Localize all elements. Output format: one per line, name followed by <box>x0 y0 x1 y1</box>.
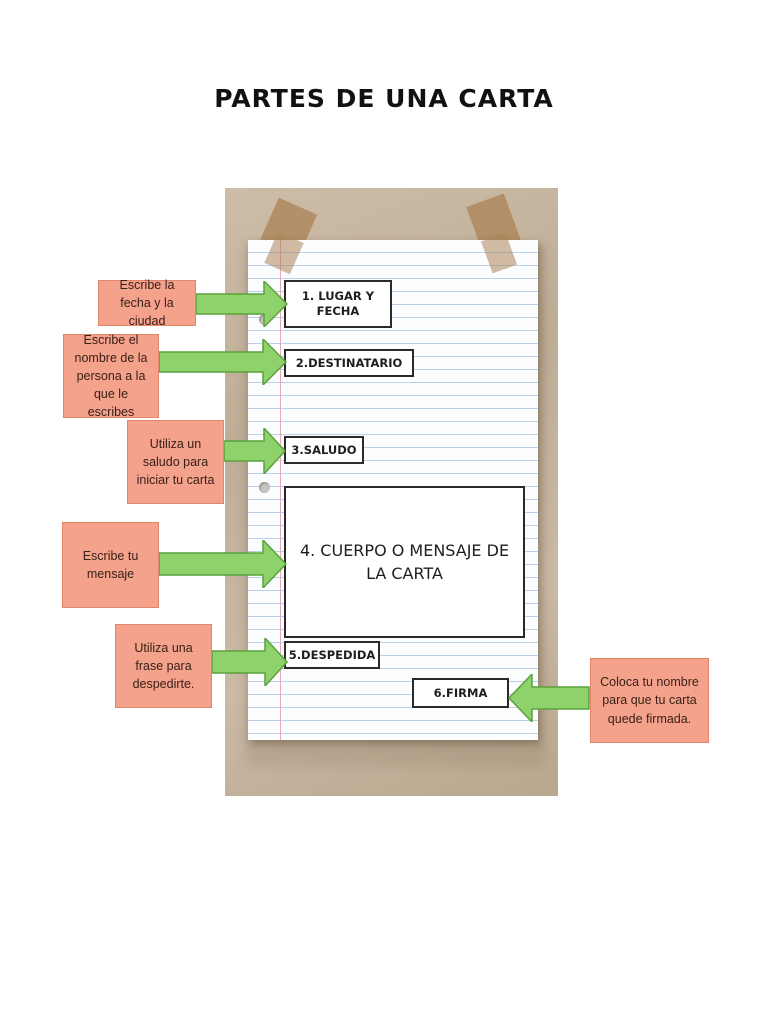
label-destinatario-text: 2.DESTINATARIO <box>295 355 403 370</box>
note-cuerpo-text: Escribe tu mensaje <box>82 548 139 581</box>
note-cuerpo: Escribe tu mensaje <box>62 522 159 608</box>
label-despedida: 5.DESPEDIDA <box>284 641 380 669</box>
note-saludo: Utiliza un saludo para iniciar tu carta <box>127 420 224 504</box>
note-lugar-y-fecha: Escribe la fecha y la ciudad <box>98 278 196 328</box>
note-destinatario-text: Escribe el nombre de la persona a la que… <box>74 332 148 420</box>
arrow-despedida <box>212 638 288 686</box>
note-despedida: Utiliza una frase para despedirte. <box>115 624 212 708</box>
paper-margin-line <box>280 240 281 740</box>
note-firma: Coloca tu nombre para que tu carta quede… <box>590 658 709 743</box>
label-saludo: 3.SALUDO <box>284 436 364 464</box>
label-despedida-text: 5.DESPEDIDA <box>288 647 376 662</box>
note-despedida-text: Utiliza una frase para despedirte. <box>132 640 195 692</box>
note-firma-text: Coloca tu nombre para que tu carta quede… <box>600 675 699 726</box>
arrow-saludo <box>224 428 286 474</box>
arrow-destinatario <box>159 339 287 385</box>
page-title: PARTES DE UNA CARTA <box>214 84 554 113</box>
arrow-lugar-y-fecha <box>196 281 288 327</box>
arrow-cuerpo <box>159 540 287 588</box>
label-cuerpo-text: 4. CUERPO O MENSAJE DE LA CARTA <box>299 540 510 583</box>
label-lugar-y-fecha-text: 1. LUGAR Y FECHA <box>301 289 375 318</box>
label-saludo-text: 3.SALUDO <box>291 442 357 457</box>
label-cuerpo: 4. CUERPO O MENSAJE DE LA CARTA <box>284 486 525 638</box>
note-saludo-text: Utiliza un saludo para iniciar tu carta <box>136 436 215 488</box>
label-firma: 6.FIRMA <box>412 678 509 708</box>
arrow-firma <box>508 674 590 722</box>
note-lugar-y-fecha-text: Escribe la fecha y la ciudad <box>119 277 175 329</box>
label-lugar-y-fecha: 1. LUGAR Y FECHA <box>284 280 392 328</box>
paper-hole-bottom <box>259 482 270 493</box>
label-firma-text: 6.FIRMA <box>433 685 488 700</box>
label-destinatario: 2.DESTINATARIO <box>284 349 414 377</box>
note-destinatario: Escribe el nombre de la persona a la que… <box>63 333 159 419</box>
